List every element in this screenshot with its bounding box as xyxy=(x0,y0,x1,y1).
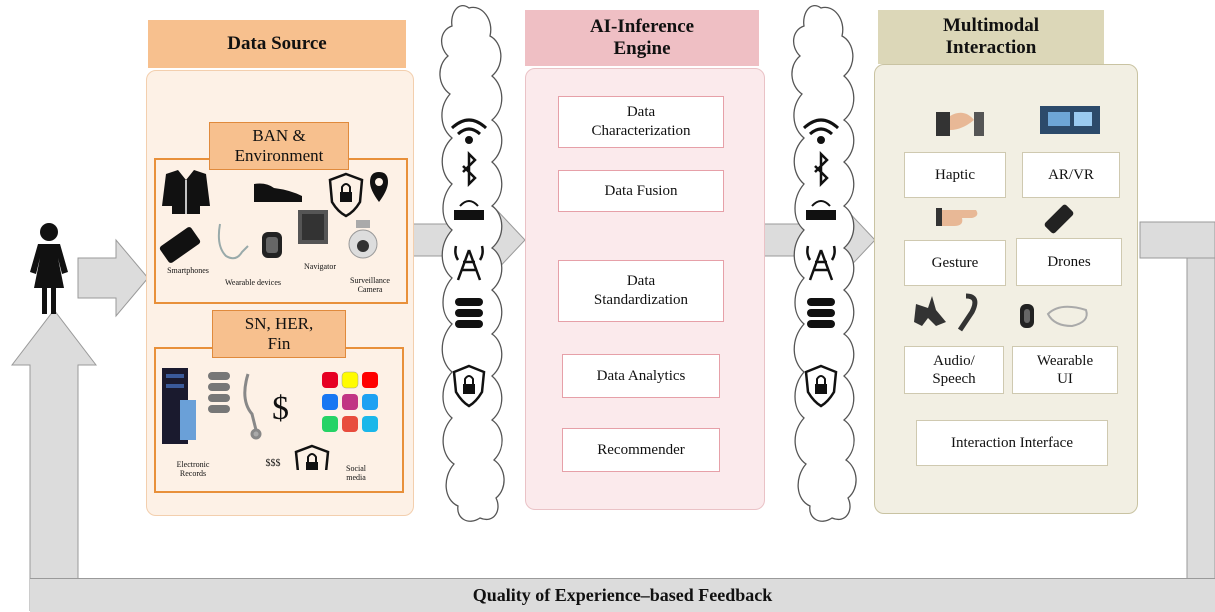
navigator-label: Navigator xyxy=(304,262,336,271)
wifi-icon xyxy=(802,118,840,144)
security-shield-icon xyxy=(452,364,486,408)
interaction-header: Multimodal Interaction xyxy=(878,10,1104,64)
recommender-box: Recommender xyxy=(562,428,720,472)
money-label: $$$ xyxy=(265,458,281,469)
smartwatch-icon xyxy=(262,232,282,258)
bluetooth-icon xyxy=(814,150,829,188)
network-icons-left xyxy=(450,118,488,408)
surveillance-line1: Surveillance xyxy=(350,276,390,285)
person-icon xyxy=(30,223,68,314)
server-icon xyxy=(162,368,196,444)
handshake-icon xyxy=(936,112,984,136)
sn-title-line2: Fin xyxy=(267,334,291,353)
social-line1: Social xyxy=(346,464,366,473)
data-source-header: Data Source xyxy=(148,20,406,68)
wrist-band-icon xyxy=(1020,304,1034,328)
engine-title-line1: AI-Inference xyxy=(589,16,695,37)
stethoscope-icon xyxy=(243,373,262,440)
data-standardization-box: Data Standardization xyxy=(558,260,724,322)
drone-icon xyxy=(1044,204,1074,234)
social-media-icons xyxy=(322,371,378,432)
ban-title-line1: BAN & xyxy=(252,126,306,145)
haptic-mode: Haptic xyxy=(904,152,1006,198)
smart-glasses-icon xyxy=(217,223,249,260)
gesture-mode: Gesture xyxy=(904,240,1006,286)
smart-glasses-icon xyxy=(1046,305,1088,328)
feedback-up-arrow xyxy=(10,309,98,611)
ar-vr-headset-icon xyxy=(1040,106,1100,134)
security-shield-icon xyxy=(804,364,838,408)
wearable-devices-label: Wearable devices xyxy=(225,278,281,287)
social-media-label: Social media xyxy=(336,464,376,482)
data-fusion-box: Data Fusion xyxy=(558,170,724,212)
location-pin-icon xyxy=(370,172,388,202)
security-shield-icon xyxy=(328,172,364,218)
cell-tower-icon xyxy=(806,245,836,281)
characterization-line2: Characterization xyxy=(591,123,691,139)
wearable-line2: UI xyxy=(1057,371,1073,387)
feedback-right-bar xyxy=(1186,252,1215,584)
output-arrow xyxy=(1139,221,1215,259)
wifi-icon xyxy=(450,118,488,144)
cell-tower-icon xyxy=(454,245,484,281)
shoe-icon xyxy=(254,183,302,202)
ar-vr-mode: AR/VR xyxy=(1022,152,1120,198)
standardization-line1: Data xyxy=(626,273,656,289)
social-line2: media xyxy=(346,473,366,482)
electronic-records-label: Electronic Records xyxy=(168,460,218,478)
engine-header: AI-Inference Engine xyxy=(525,10,759,66)
records-line2: Records xyxy=(179,469,207,478)
router-icon xyxy=(806,200,836,220)
security-shield-icon xyxy=(294,444,330,470)
audio-line1: Audio/ xyxy=(933,353,975,369)
pointing-hand-icon xyxy=(936,208,978,226)
router-icon xyxy=(454,200,484,220)
sn-her-fin-icons xyxy=(162,368,378,470)
smartphones-label: Smartphones xyxy=(167,266,209,275)
surveillance-camera-label: Surveillance Camera xyxy=(338,276,402,294)
records-line1: Electronic xyxy=(176,460,210,469)
feedback-bar: Quality of Experience–based Feedback xyxy=(30,578,1215,612)
bluetooth-icon xyxy=(462,150,477,188)
ban-environment-tag: BAN & Environment xyxy=(209,122,349,170)
navigator-device-icon xyxy=(298,210,328,244)
sn-her-fin-tag: SN, HER, Fin xyxy=(212,310,346,358)
database-icon xyxy=(208,372,230,413)
network-icons-right xyxy=(802,118,840,408)
engine-title-line2: Engine xyxy=(613,38,671,59)
game-controller-icon xyxy=(914,296,946,326)
interaction-mode-icons xyxy=(914,106,1100,332)
feedback-label: Quality of Experience–based Feedback xyxy=(472,585,773,605)
audio-line2: Speech xyxy=(932,371,976,387)
wearable-ui-mode: Wearable UI xyxy=(1012,346,1118,394)
microphone-icon xyxy=(957,293,978,332)
surveillance-camera-icon xyxy=(348,220,378,259)
jacket-icon xyxy=(162,170,210,214)
data-characterization-box: Data Characterization xyxy=(558,96,724,148)
wearable-line1: Wearable xyxy=(1036,353,1094,369)
standardization-line2: Standardization xyxy=(593,292,689,308)
characterization-line1: Data xyxy=(626,104,656,120)
database-icon xyxy=(455,298,483,328)
interaction-title-line1: Multimodal xyxy=(942,15,1040,36)
interaction-interface-box: Interaction Interface xyxy=(916,420,1108,466)
audio-speech-mode: Audio/ Speech xyxy=(904,346,1004,394)
ban-device-icons xyxy=(159,170,388,263)
surveillance-line2: Camera xyxy=(357,285,383,294)
ban-title-line2: Environment xyxy=(234,146,324,165)
data-analytics-box: Data Analytics xyxy=(562,354,720,398)
drones-mode: Drones xyxy=(1016,238,1122,286)
dollar-sign: $ xyxy=(272,390,289,427)
person-arrow xyxy=(77,238,149,318)
smartphone-icon xyxy=(159,227,201,263)
database-icon xyxy=(807,298,835,328)
interaction-title-line2: Interaction xyxy=(945,37,1037,58)
sn-title-line1: SN, HER, xyxy=(244,314,314,333)
